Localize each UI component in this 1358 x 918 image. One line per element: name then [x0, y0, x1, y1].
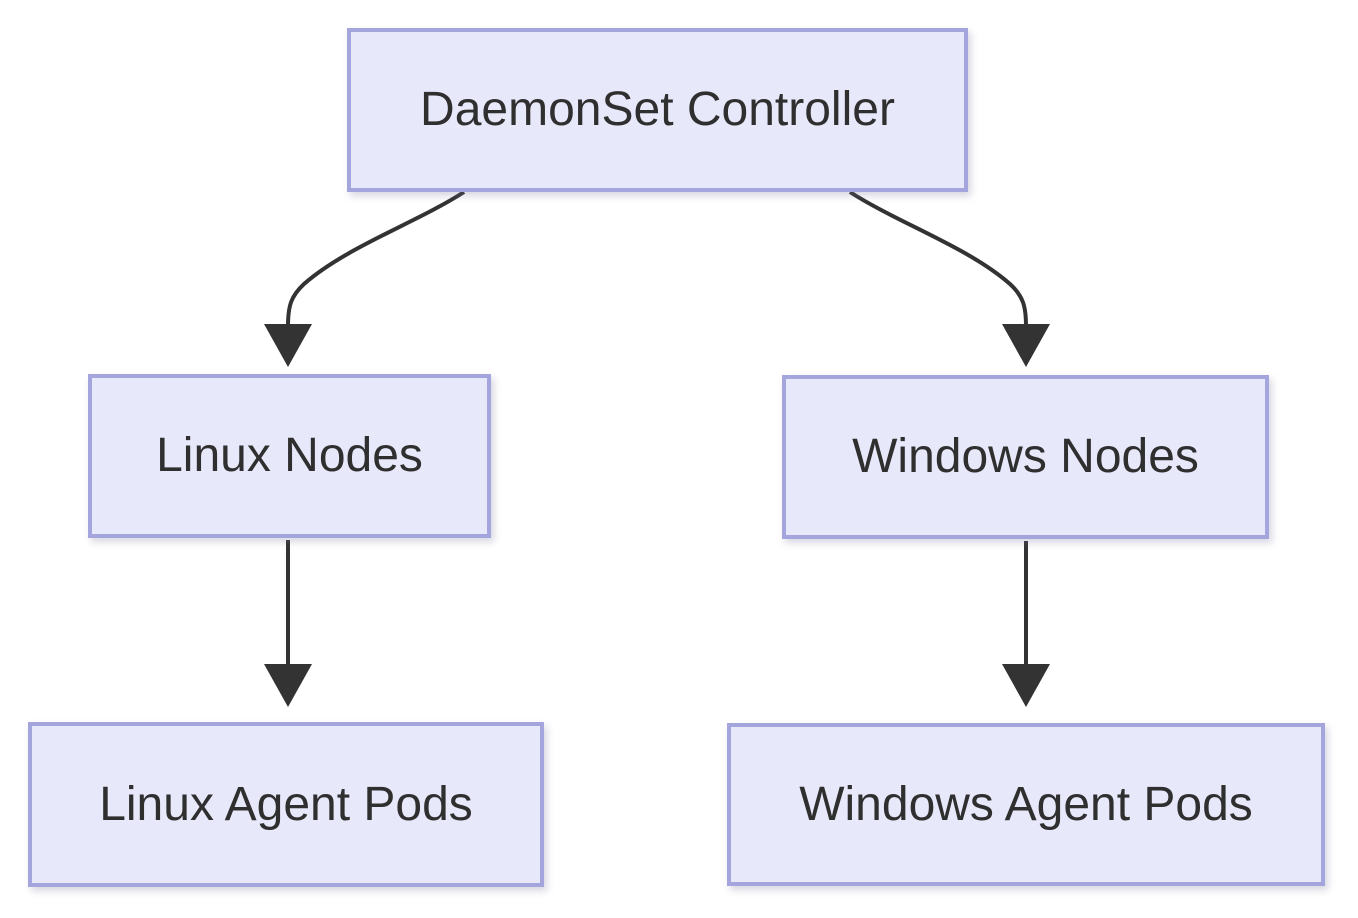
node-daemonset-controller: DaemonSet Controller	[347, 28, 968, 192]
node-linux-nodes: Linux Nodes	[88, 374, 491, 538]
edge-controller-to-windows-nodes	[848, 190, 1028, 327]
node-windows-agent-pods-label: Windows Agent Pods	[799, 777, 1253, 831]
node-daemonset-controller-label: DaemonSet Controller	[420, 83, 895, 137]
node-windows-nodes: Windows Nodes	[782, 375, 1269, 539]
edge-controller-to-linux-nodes	[286, 190, 466, 327]
node-linux-nodes-label: Linux Nodes	[156, 429, 423, 483]
node-linux-agent-pods-label: Linux Agent Pods	[99, 777, 473, 831]
node-windows-nodes-label: Windows Nodes	[852, 430, 1199, 484]
node-windows-agent-pods: Windows Agent Pods	[727, 723, 1325, 886]
arrowhead-icon-linux-agent-pods	[264, 664, 312, 707]
arrowhead-icon-windows-agent-pods	[1002, 664, 1050, 707]
node-linux-agent-pods: Linux Agent Pods	[28, 722, 544, 887]
arrowhead-icon-linux-nodes	[264, 324, 312, 367]
arrowhead-icon-windows-nodes	[1002, 324, 1050, 367]
